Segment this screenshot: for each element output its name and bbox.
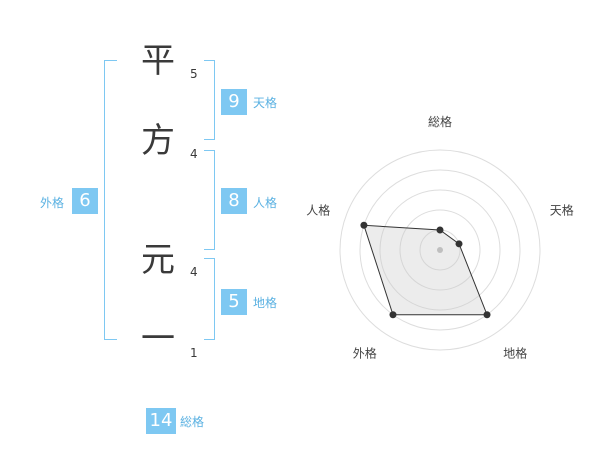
- radar-axis-label: 地格: [503, 346, 527, 361]
- name-char-4: 一: [141, 319, 175, 359]
- gaikaku-label: 外格: [40, 196, 65, 210]
- radar-center-dot: [437, 247, 443, 253]
- tenkaku-value: 9: [221, 89, 247, 115]
- name-char-3: 元: [141, 240, 175, 280]
- chikaku-label: 地格: [253, 296, 278, 310]
- radar-grid-ring: [399, 209, 481, 291]
- gaikaku-bracket: [104, 60, 117, 340]
- stroke-count-2: 4: [190, 147, 198, 161]
- jinkaku-bracket: [204, 150, 215, 250]
- radar-axis-label: 人格: [306, 202, 330, 217]
- tenkaku-label: 天格: [253, 96, 278, 110]
- chikaku-bracket: [204, 258, 215, 340]
- radar-point-1: [436, 226, 444, 234]
- soukaku-value: 14: [146, 408, 176, 434]
- gaikaku-value: 6: [72, 188, 98, 214]
- stroke-count-1: 5: [190, 67, 198, 81]
- radar-axis-label: 天格: [550, 202, 574, 217]
- radar-grid-ring: [339, 149, 541, 351]
- name-char-1: 平: [141, 41, 175, 81]
- radar-grid: [339, 149, 541, 351]
- name-char-2: 方: [141, 121, 175, 161]
- radar-series-area: [363, 224, 488, 316]
- soukaku-label: 総格: [180, 415, 205, 429]
- radar-point-3: [483, 311, 491, 319]
- radar-point-4: [389, 311, 397, 319]
- jinkaku-value: 8: [221, 188, 247, 214]
- radar-point-5: [360, 221, 368, 229]
- radar-grid-ring: [379, 189, 501, 311]
- radar-point-2: [455, 240, 463, 248]
- chikaku-value: 5: [221, 289, 247, 315]
- jinkaku-label: 人格: [253, 196, 278, 210]
- tenkaku-bracket: [204, 60, 215, 140]
- stroke-count-4: 1: [190, 346, 198, 360]
- radar-grid-ring: [359, 169, 521, 331]
- radar-axis-label: 総格: [428, 114, 452, 129]
- stroke-count-3: 4: [190, 265, 198, 279]
- radar-area: [360, 221, 491, 319]
- radar-axis-label: 外格: [353, 346, 377, 361]
